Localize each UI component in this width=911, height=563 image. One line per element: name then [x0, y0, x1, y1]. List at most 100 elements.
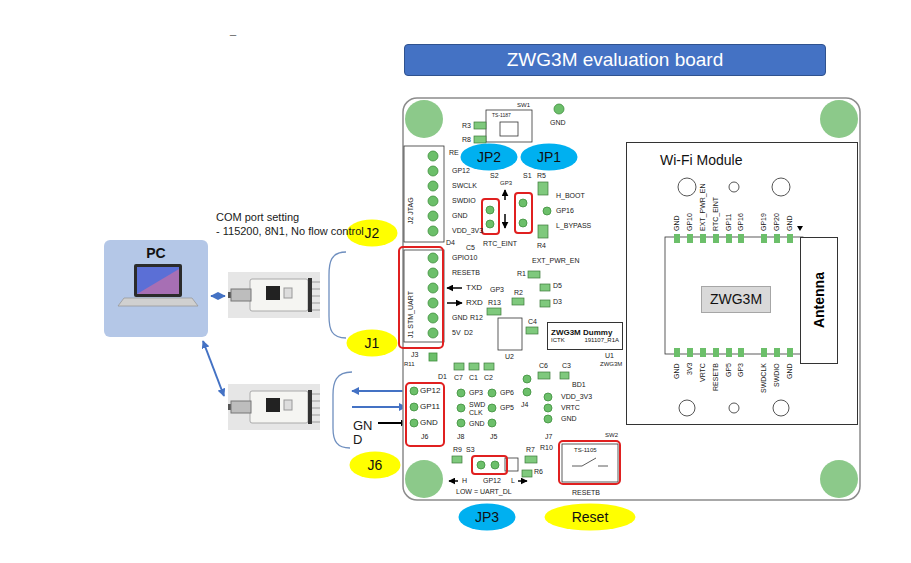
smd-part [522, 470, 532, 477]
pin-pad [428, 211, 438, 221]
silkscreen-label: RTC_EINT [483, 240, 517, 248]
pin-name: SWDCLK [760, 363, 768, 393]
silkscreen-label: TS-1187 [492, 113, 511, 119]
module-box: Wi-Fi ModuleZWG3MAntenna [626, 142, 858, 425]
callout-ellipse [521, 144, 578, 171]
bracket [329, 252, 346, 338]
module-pin [761, 348, 767, 357]
module-hole [729, 182, 739, 192]
pin-pad [519, 199, 527, 207]
silkscreen-label: R4 [537, 242, 546, 250]
silkscreen-label: SWDIO [452, 197, 476, 205]
silkscreen-label: LOW = UART_DL [456, 488, 512, 496]
pin-pad [428, 283, 438, 293]
usb-uart-adapter [228, 384, 320, 430]
module-pin [738, 348, 744, 357]
module-hole [679, 400, 695, 416]
node-text: ZWG3M Dummy [551, 328, 619, 337]
pin-pad [428, 166, 438, 176]
smd-part [538, 225, 548, 238]
highlight-box [399, 193, 620, 484]
silkscreen-label: TS-1105 [574, 447, 597, 454]
smd-part [560, 372, 569, 379]
node-text: JP1 [537, 149, 561, 165]
pin-name: GP11 [725, 214, 733, 231]
smd-part [538, 372, 550, 379]
board-arrow [504, 214, 506, 228]
part-outline [498, 318, 522, 350]
node-text: PC [146, 245, 165, 261]
pin-pad [457, 419, 465, 427]
pin-pad [544, 393, 552, 401]
signal-label: RXD [466, 299, 483, 308]
pin-name: GND [673, 215, 681, 231]
pin-pad [428, 196, 438, 206]
pin-name: GND [673, 363, 681, 379]
highlight-box [406, 383, 444, 446]
note-text: COM port setting [216, 211, 299, 223]
silkscreen-label: GP3 [490, 286, 504, 294]
pin-pad [428, 298, 438, 308]
pin-name: GP12 [420, 387, 440, 396]
pin-pad [486, 206, 494, 214]
usb-uart-adapter [228, 384, 320, 430]
callout-ellipse [461, 144, 518, 171]
pin-name: 3V3 [686, 363, 694, 375]
highlight-box [472, 456, 507, 474]
node-text: 191107_R1A [584, 337, 619, 344]
silkscreen-label: C3 [562, 362, 571, 370]
board-arrow [447, 190, 527, 481]
pin-pad [428, 253, 438, 263]
silkscreen-label: VDD_3V3 [561, 393, 592, 401]
silkscreen-label: 5V [452, 329, 461, 337]
module-hole [772, 178, 790, 196]
jumper-callout: JP2 [460, 143, 518, 171]
module-pin [726, 234, 732, 243]
pin-pad [544, 415, 552, 423]
silkscreen-label: S3 [466, 446, 475, 454]
board-arrow [518, 480, 527, 482]
pin-name: SWDIO [773, 363, 781, 387]
pin-name: RESETB [712, 363, 720, 391]
silkscreen-label: D5 [553, 282, 562, 290]
dummy-module-box: ZWG3M DummyICTK191107_R1A [547, 322, 623, 350]
highlight-box [482, 199, 499, 234]
mounting-hole [405, 460, 443, 498]
node-text: Antenna [811, 273, 827, 329]
smd-part [452, 122, 569, 477]
smd-part [474, 136, 486, 143]
usb-uart-adapter [231, 401, 251, 413]
smd-part [538, 182, 548, 195]
module-pin [787, 348, 793, 357]
pin-pad [428, 328, 438, 338]
silkscreen-label: C1 [469, 374, 478, 382]
silkscreen-label: C6 [539, 362, 548, 370]
title-bar: ZWG3M evaluation board [404, 44, 826, 76]
smd-part [487, 308, 501, 315]
silkscreen-label: GND [550, 119, 566, 127]
pin-pad [486, 220, 494, 228]
module-pin [700, 348, 706, 357]
pin-pad [410, 419, 418, 427]
pin-pad [543, 207, 551, 215]
module-pin [726, 348, 732, 357]
laptop-icon [137, 267, 179, 294]
silkscreen-label: GND [469, 420, 485, 428]
usb-uart-adapter [250, 279, 308, 311]
laptop-icon [118, 298, 198, 306]
pc-box [104, 240, 208, 337]
module-pin [774, 234, 780, 243]
silkscreen-label: C5 [466, 244, 475, 252]
silkscreen-label: J3 [411, 351, 418, 359]
smd-part [484, 363, 494, 370]
node-text: JP2 [477, 149, 501, 165]
part-outline [572, 458, 608, 466]
silkscreen-label: ZWG3M [600, 361, 622, 368]
silkscreen-label: C7 [454, 374, 463, 382]
silkscreen-label: VRTC [561, 404, 580, 412]
usb-uart-adapter [228, 272, 320, 318]
mounting-hole [820, 100, 858, 138]
silkscreen-label: R8 [462, 136, 471, 144]
chip-label: ZWG3M [701, 286, 771, 313]
